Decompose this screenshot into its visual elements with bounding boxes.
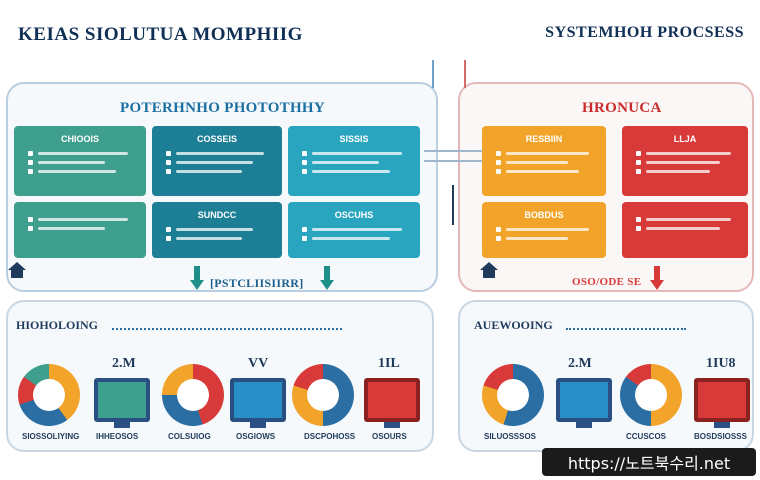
stat-value: 1IL: [378, 356, 400, 371]
arrow-down-icon: [190, 266, 204, 292]
process-card: LLJA: [622, 126, 748, 196]
card-title: SUNDCC: [197, 210, 237, 220]
donut-chart-icon: [18, 364, 80, 426]
house-icon: [8, 262, 26, 278]
stat-value: 2.M: [112, 356, 136, 371]
process-card: CHIOOIS: [14, 126, 146, 196]
process-card: SISSIS: [288, 126, 420, 196]
connector-line: [432, 60, 434, 88]
left-monitoring-panel: [6, 300, 434, 452]
left-middle-label: [PSTCLIISIIRR]: [210, 276, 304, 290]
caption: CCUSCOS: [626, 432, 667, 441]
monitor-icon: [94, 378, 150, 428]
card-title: SISSIS: [339, 134, 369, 144]
process-card: SUNDCC: [152, 202, 282, 258]
right-subtitle: HRONUCA: [582, 100, 662, 116]
connector-line: [464, 60, 466, 88]
arrow-down-icon: [320, 266, 334, 292]
caption: IHHEOSOS: [96, 432, 139, 441]
process-card: COSSEIS: [152, 126, 282, 196]
stat-value: 2.M: [568, 356, 592, 371]
left-title: KEIAS SIOLUTUA MOMPHIIG: [18, 24, 303, 45]
process-card: RESBIIN: [482, 126, 606, 196]
caption: SILUOSSSOS: [484, 432, 537, 441]
dotted-line: [566, 328, 686, 330]
stat-value: 1IU8: [706, 356, 736, 371]
left-section-label: HIOHOLOING: [16, 318, 99, 332]
left-subtitle: POTERHNHO PHOTOTHHY: [120, 100, 326, 116]
donut-chart-icon: [620, 364, 682, 426]
card-title: OSCUHS: [334, 210, 374, 220]
donut-chart-icon: [482, 364, 544, 426]
monitor-icon: [694, 378, 750, 428]
watermark-label: https://노트북수리.net: [542, 448, 756, 476]
card-title: RESBIIN: [525, 134, 563, 144]
donut-chart-icon: [162, 364, 224, 426]
caption: SIOSSOLIYING: [22, 432, 80, 441]
dotted-line: [112, 328, 342, 330]
connector-line: [452, 185, 454, 225]
arrow-down-icon: [650, 266, 664, 292]
caption: BOSDSIOSSS: [694, 432, 747, 441]
process-card: [14, 202, 146, 258]
house-icon: [480, 262, 498, 278]
caption: DSCPOHOSS: [304, 432, 356, 441]
stat-value: VV: [248, 356, 269, 371]
right-section-label: AUEWOOING: [474, 318, 553, 332]
card-title: CHIOOIS: [60, 134, 99, 144]
caption: COLSUIOG: [168, 432, 211, 441]
connector-line: [424, 150, 482, 152]
monitor-icon: [556, 378, 612, 428]
process-card: [622, 202, 748, 258]
donut-chart-icon: [292, 364, 354, 426]
caption: OSOURS: [372, 432, 407, 441]
caption: OSGIOWS: [236, 432, 276, 441]
card-title: BOBDUS: [524, 210, 564, 220]
monitor-icon: [230, 378, 286, 428]
card-title: COSSEIS: [196, 134, 237, 144]
process-card: BOBDUS: [482, 202, 606, 258]
card-title: LLJA: [673, 134, 697, 144]
monitor-icon: [364, 378, 420, 428]
process-card: OSCUHS: [288, 202, 420, 258]
connector-line: [424, 160, 482, 162]
right-title: SYSTEMHOH PROCSESS: [545, 24, 744, 41]
right-middle-label: OSO/ODE SE: [572, 276, 642, 288]
